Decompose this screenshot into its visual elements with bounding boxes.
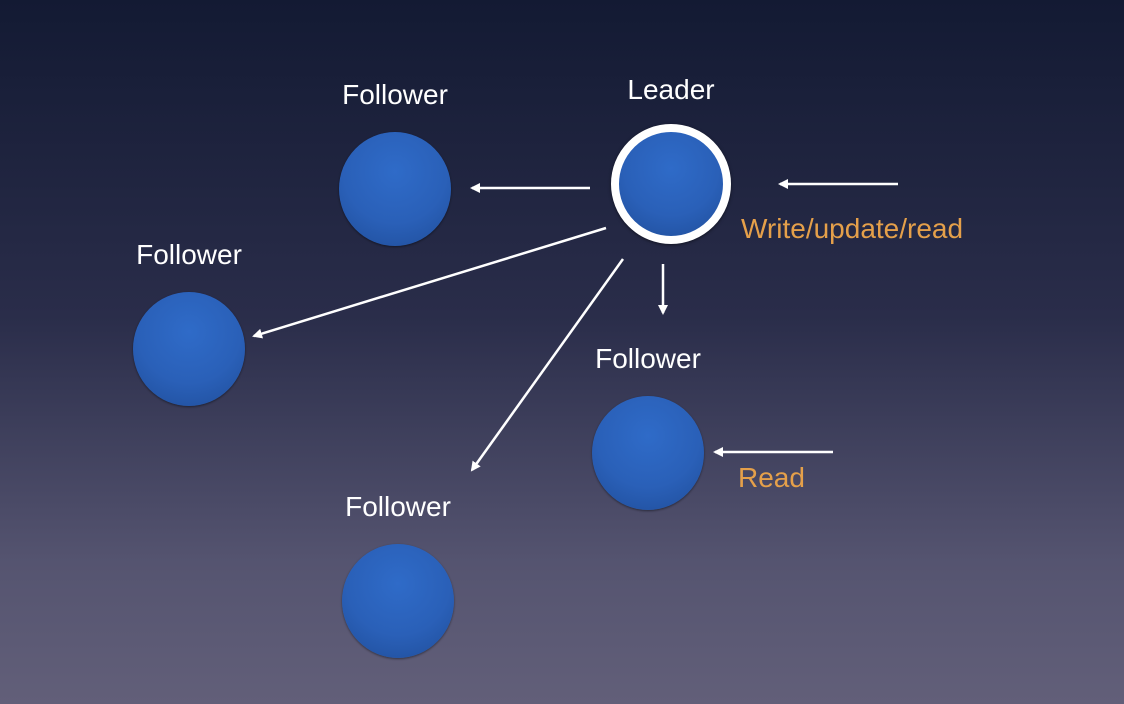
follower-left-label: Follower (136, 239, 242, 270)
follower-right-node (592, 396, 704, 510)
follower-top-label: Follower (342, 79, 448, 110)
leader-node (611, 124, 731, 244)
leader-label: Leader (627, 74, 715, 105)
follower-left-node (133, 292, 245, 406)
leader-input-annotation: Write/update/read (741, 213, 964, 244)
follower-right-label: Follower (595, 343, 701, 374)
follower-top-node (339, 132, 451, 246)
follower-bottom-node (342, 544, 454, 658)
follower-input-annotation: Read (738, 462, 805, 493)
arrow-leader-to-follower-left (252, 226, 607, 339)
follower-bottom-label: Follower (345, 491, 451, 522)
arrow-leader-to-follower-bottom (470, 258, 625, 472)
